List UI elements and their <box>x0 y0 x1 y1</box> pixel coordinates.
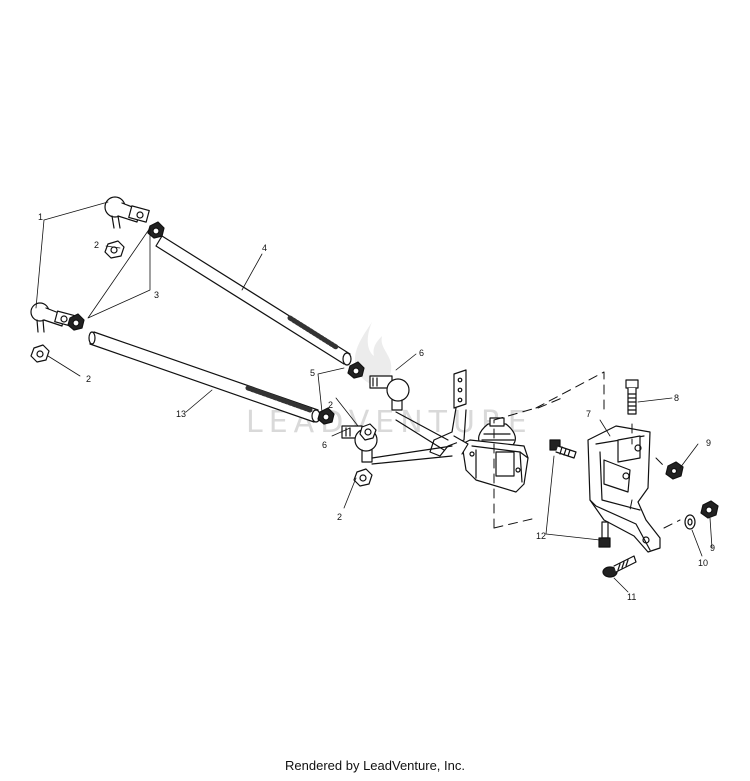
rod-4 <box>155 235 352 366</box>
nut-upper-left <box>104 240 125 259</box>
ball-joint-6-upper <box>369 375 410 411</box>
callout-3: 3 <box>154 290 159 300</box>
nut-9-lower <box>700 500 719 519</box>
callout-13: 13 <box>176 409 186 419</box>
footer-credit: Rendered by LeadVenture, Inc. <box>285 758 465 773</box>
callout-7: 7 <box>586 409 591 419</box>
callout-6-lower: 6 <box>322 440 327 450</box>
nut-lower-left <box>30 344 50 363</box>
callout-2-mid: 2 <box>328 400 333 410</box>
bolt-12-upper <box>549 439 577 459</box>
rod-13 <box>88 331 321 423</box>
nut-9-upper <box>665 461 684 480</box>
nut-lower-mid <box>353 468 373 487</box>
nut-5-upper <box>347 361 365 379</box>
callout-11: 11 <box>627 592 636 602</box>
nut-mid <box>359 423 377 441</box>
ball-joint-lower <box>30 302 75 333</box>
callout-1: 1 <box>38 212 43 222</box>
dashed-outline <box>493 371 681 529</box>
callout-8: 8 <box>674 393 679 403</box>
callout-4: 4 <box>262 243 267 253</box>
bolt-11 <box>602 555 637 578</box>
callout-labels: 1 2 3 4 2 5 6 2 13 6 2 7 8 9 12 9 10 11 <box>38 212 715 602</box>
bolt-12-lower <box>598 521 611 548</box>
shifter-assembly <box>371 369 529 493</box>
callout-2-upper-left: 2 <box>94 240 99 250</box>
callout-9-upper: 9 <box>706 438 711 448</box>
ball-joint-upper <box>104 196 150 229</box>
callout-2-lower-left: 2 <box>86 374 91 384</box>
washer-10 <box>684 514 696 530</box>
callout-5: 5 <box>310 368 315 378</box>
nut-rod-4-end <box>147 221 165 239</box>
leader-lines <box>35 201 713 593</box>
callout-9-lower: 9 <box>710 543 715 553</box>
callout-10: 10 <box>698 558 708 568</box>
nut-rod-13-end <box>67 313 85 331</box>
bolt-8 <box>625 379 639 415</box>
bracket-7 <box>587 425 661 553</box>
callout-2-lower-mid: 2 <box>337 512 342 522</box>
callout-12: 12 <box>536 531 546 541</box>
callout-6-upper: 6 <box>419 348 424 358</box>
